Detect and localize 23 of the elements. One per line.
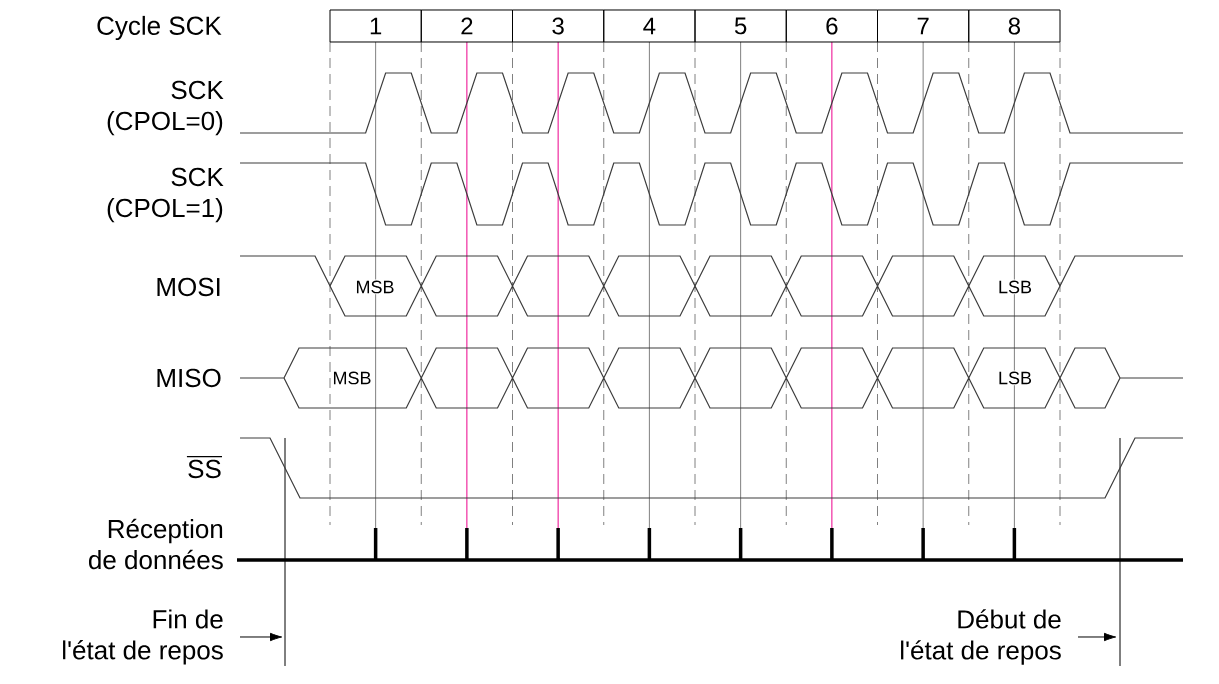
bit-label: LSB xyxy=(997,279,1033,295)
cycle-box: 3 xyxy=(512,9,605,43)
bit-label: MSB xyxy=(354,279,396,295)
arrow xyxy=(239,632,283,642)
cycle-box: 8 xyxy=(968,9,1061,43)
cycle-box: 5 xyxy=(694,9,787,43)
signal-label: MISO xyxy=(157,368,221,388)
cycle-box: 7 xyxy=(877,9,970,43)
signal-label: SS xyxy=(186,455,223,479)
bit-label: LSB xyxy=(997,370,1033,386)
arrow xyxy=(1077,632,1117,642)
bit-label: MSB xyxy=(331,370,373,386)
signal-label: Réception de données xyxy=(89,518,223,570)
signal-label: SCK (CPOL=0) xyxy=(107,80,224,136)
note-text: Début de l'état de repos xyxy=(901,609,1061,665)
cycle-box: 1 xyxy=(329,9,422,43)
signal-label: Cycle SCK xyxy=(97,15,222,41)
signal-label: SCK (CPOL=1) xyxy=(107,167,224,223)
cycle-box: 6 xyxy=(785,9,878,43)
note-text: Fin de l'état de repos xyxy=(63,609,223,665)
cycle-box: 2 xyxy=(420,9,513,43)
cycle-box: 4 xyxy=(603,9,696,43)
signal-label: MOSI xyxy=(157,277,220,297)
